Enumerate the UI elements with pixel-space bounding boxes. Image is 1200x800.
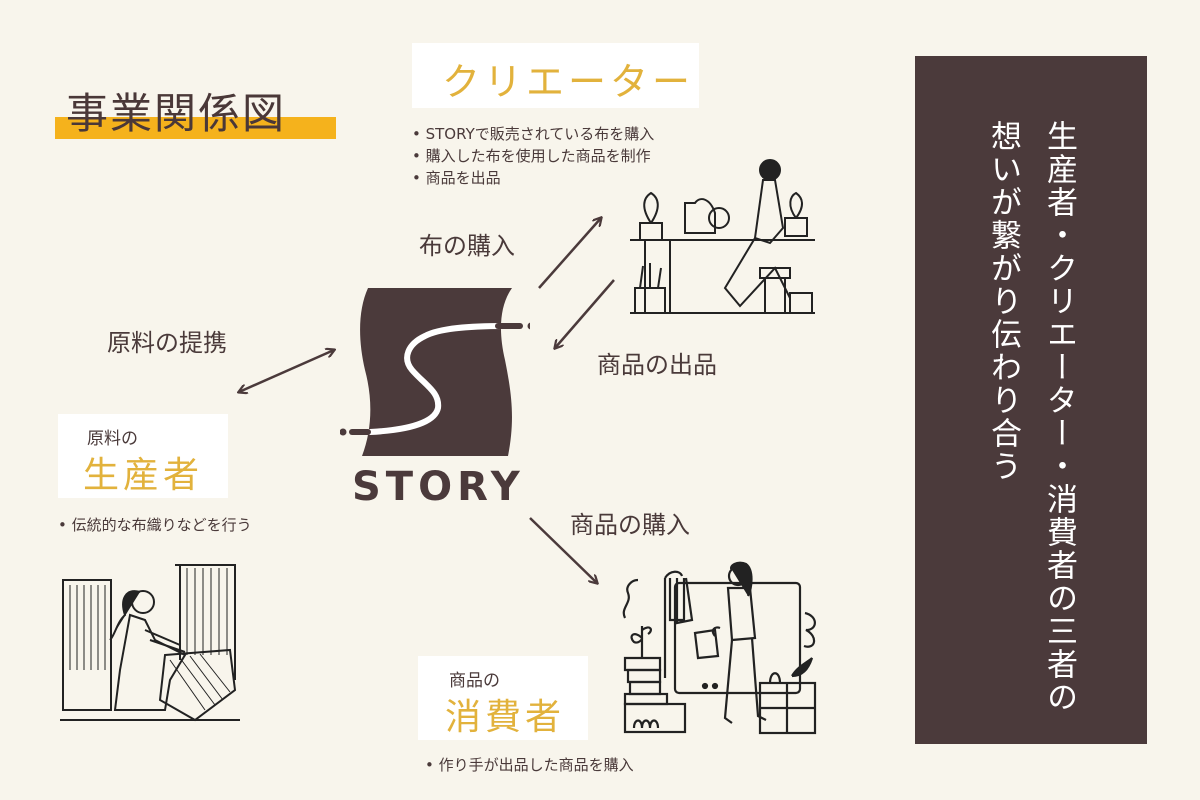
weaving-woman-illustration <box>60 564 240 722</box>
flow-label-product-purchase: 商品の購入 <box>570 511 690 539</box>
consumer-bullet: 作り手が出品した商品を購入 <box>425 754 634 776</box>
flow-label-product-listing: 商品の出品 <box>597 351 717 379</box>
creator-label-box: クリエーター <box>412 43 699 108</box>
story-logo-icon <box>340 288 530 456</box>
panel-message: 生産者・クリエーター・消費者の三者の想いが繋がり伝わり合う <box>985 120 1077 714</box>
consumer-bullets: 作り手が出品した商品を購入 <box>425 754 634 776</box>
creator-bullet: STORYで販売されている布を購入 <box>412 123 655 145</box>
flow-label-material-partnership: 原料の提携 <box>107 329 227 357</box>
creator-bullet: 商品を出品 <box>412 167 654 189</box>
producer-role-sub: 原料の <box>87 429 138 449</box>
arrow-product-listing <box>555 279 615 348</box>
producer-label-box: 原料の 生産者 <box>58 414 228 498</box>
consumer-role-name: 消費者 <box>445 697 566 738</box>
page-title: 事業関係図 <box>66 89 287 138</box>
producer-bullets: 伝統的な布織りなどを行う <box>58 514 252 536</box>
story-logo-text: STORY <box>352 464 525 510</box>
creator-role-name: クリエーター <box>442 60 695 104</box>
creator-bullet: 購入した布を使用した商品を制作 <box>412 145 654 167</box>
creator-bullets: STORYで販売されている布を購入 購入した布を使用した商品を制作 商品を出品 <box>412 123 655 189</box>
producer-bullet: 伝統的な布織りなどを行う <box>58 514 252 536</box>
arrow-fabric-purchase <box>538 218 601 289</box>
arrow-material-partnership <box>239 350 334 392</box>
flow-label-fabric-purchase: 布の購入 <box>419 232 515 260</box>
producer-role-name: 生産者 <box>83 455 204 496</box>
arrow-product-purchase <box>529 517 597 583</box>
shopping-woman-illustration <box>622 561 817 735</box>
message-panel: 生産者・クリエーター・消費者の三者の想いが繋がり伝わり合う <box>915 56 1147 744</box>
title-underline-bar <box>55 117 336 139</box>
sewing-woman-illustration <box>630 159 815 314</box>
consumer-role-sub: 商品の <box>449 671 500 691</box>
consumer-label-box: 商品の 消費者 <box>418 656 588 740</box>
